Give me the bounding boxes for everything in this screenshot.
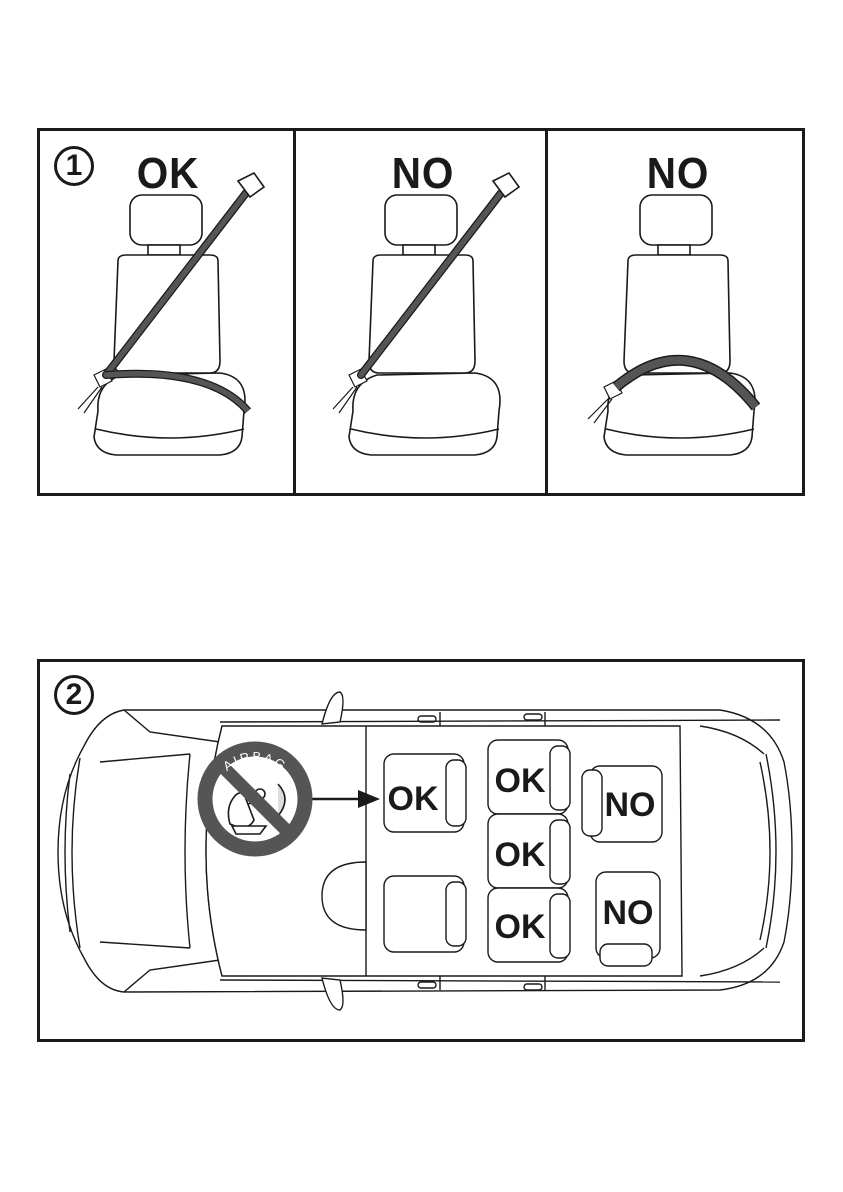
seat-second-row-left: OK: [488, 888, 570, 962]
seat-lap-belt-high-illustration: [570, 161, 790, 471]
seat-third-row-left: NO: [596, 872, 660, 966]
seat-label-second-row-left: OK: [495, 908, 546, 946]
seat-second-row-center: OK: [488, 814, 570, 888]
seat-second-row-right: OK: [488, 740, 570, 814]
seat-front-passenger: OK: [384, 754, 466, 832]
belt-position-panel: 1 OK NO NO: [37, 128, 805, 496]
seat-label-second-row-center: OK: [495, 836, 546, 874]
panel-divider: [545, 131, 548, 493]
seat-label-third-row-right: NO: [605, 786, 656, 824]
panel-divider: [293, 131, 296, 493]
seat-driver: [384, 876, 466, 952]
car-top-view-illustration: OK OK OK OK NO: [40, 662, 802, 1039]
seat-correct-belt-illustration: [60, 161, 280, 471]
seat-label-second-row-right: OK: [495, 762, 546, 800]
seat-shoulder-only-illustration: [315, 161, 535, 471]
car-seat-positions-panel: 2: [37, 659, 805, 1042]
seat-label-third-row-left: NO: [603, 894, 654, 932]
airbag-prohibition-symbol: AIRBAG: [196, 740, 314, 858]
seat-third-row-right: NO: [582, 766, 662, 842]
seat-label-front-passenger: OK: [388, 780, 439, 818]
